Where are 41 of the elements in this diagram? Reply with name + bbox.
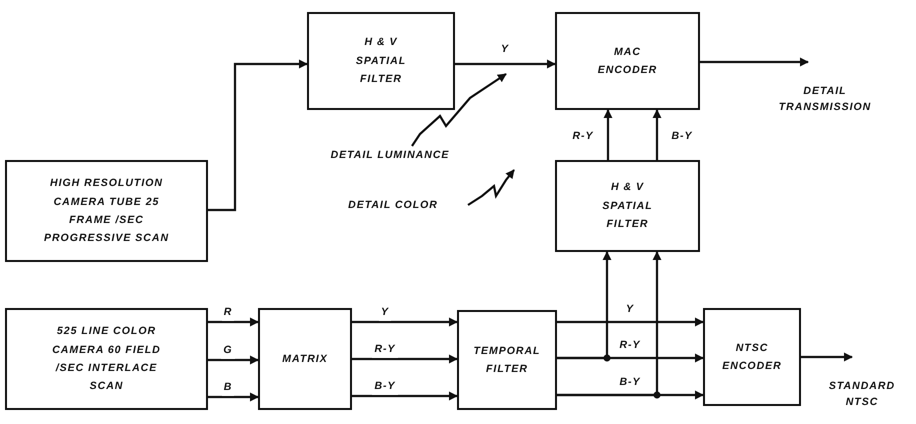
process-box: [703, 308, 801, 406]
annotation-text: DETAIL LUMINANCE: [330, 148, 450, 163]
annotation-text: DETAIL COLOR: [347, 198, 439, 213]
edge-label: R: [222, 305, 234, 321]
arrow: [352, 354, 458, 364]
process-box: [555, 160, 700, 252]
leader-line: [467, 169, 515, 206]
arrow: [557, 318, 704, 326]
process-box: [457, 310, 557, 410]
box-label: MAC ENCODER: [596, 44, 658, 78]
edge-label: R-Y: [372, 342, 398, 358]
arrow: [700, 58, 809, 66]
process-box: [5, 308, 208, 410]
edge-label: B-Y: [372, 379, 398, 395]
edge-label: B: [222, 380, 234, 396]
box-label: NTSC ENCODER: [721, 340, 783, 374]
arrow: [208, 356, 259, 364]
arrow: [557, 251, 612, 360]
box-label: H & V SPATIAL FILTER: [601, 180, 654, 232]
arrow: [557, 251, 662, 396]
process-box: [258, 308, 352, 410]
arrow: [208, 318, 259, 326]
arrow: [801, 352, 853, 362]
arrow: [208, 60, 308, 212]
process-box: [307, 12, 455, 110]
arrow: [652, 109, 662, 160]
box-label: H & V SPATIAL FILTER: [354, 35, 408, 88]
arrow: [208, 392, 259, 402]
edge-label: G: [221, 343, 235, 359]
arrow: [604, 109, 612, 160]
box-label: TEMPORAL FILTER: [472, 344, 542, 377]
arrow: [352, 318, 458, 326]
box-label: HIGH RESOLUTION CAMERA TUBE 25 FRAME /SEC PROGRESSIVE SCAN: [42, 176, 170, 246]
leader-line: [411, 73, 507, 147]
arrow: [352, 392, 458, 400]
arrow: [455, 60, 556, 68]
box-label: MATRIX: [281, 352, 329, 367]
process-box: [5, 160, 208, 262]
edge-label: Y: [378, 305, 391, 321]
box-label: 525 LINE COLOR CAMERA 60 FIELD /SEC INTERLACE SCAN: [51, 324, 162, 394]
process-box: [555, 12, 700, 110]
